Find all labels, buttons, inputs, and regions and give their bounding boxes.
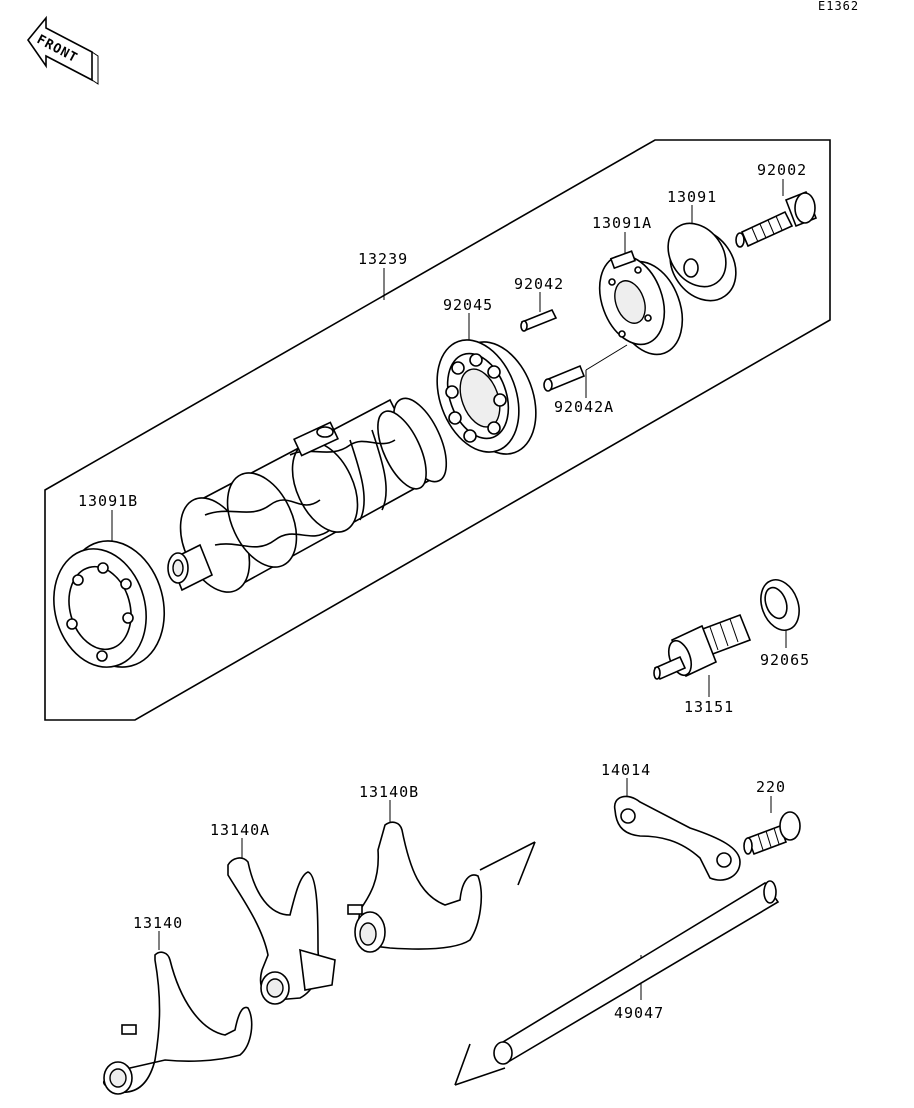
washer-92065 [760, 579, 800, 631]
fork-13140B [347, 821, 536, 953]
pin-92042A [543, 364, 586, 392]
lever-14014 [613, 795, 741, 881]
diagram-id: E1362 [818, 0, 859, 13]
part-number-220[interactable]: 220 [756, 778, 786, 796]
part-number-92042[interactable]: 92042 [514, 275, 564, 293]
pin-92042 [520, 308, 558, 332]
part-number-92002[interactable]: 92002 [757, 161, 807, 179]
part-number-49047[interactable]: 49047 [614, 1004, 664, 1022]
fork-13140 [103, 951, 253, 1095]
shift-drum [167, 397, 448, 593]
fork-13140A [227, 857, 336, 1005]
front-arrow-icon: FRONT [26, 15, 99, 85]
shaft-49047 [454, 880, 780, 1086]
bearing-92045 [436, 339, 537, 455]
cam-13091A [598, 250, 684, 356]
part-number-92065[interactable]: 92065 [760, 651, 810, 669]
bolt-220 [743, 811, 801, 856]
bolt-92002 [735, 190, 818, 248]
part-number-13140A[interactable]: 13140A [210, 821, 270, 839]
part-number-13140[interactable]: 13140 [133, 914, 183, 932]
part-number-92045[interactable]: 92045 [443, 296, 493, 314]
part-labels: 13239 92002 13091 13091A 92042 92045 920… [78, 161, 810, 1022]
assembly-box [44, 139, 831, 721]
part-number-13140B[interactable]: 13140B [359, 783, 419, 801]
part-number-13239[interactable]: 13239 [358, 250, 408, 268]
part-number-92042A[interactable]: 92042A [554, 398, 614, 416]
part-number-13091B[interactable]: 13091B [78, 492, 138, 510]
bearing-13091B [53, 540, 166, 668]
part-number-13151[interactable]: 13151 [684, 698, 734, 716]
part-number-13091A[interactable]: 13091A [592, 214, 652, 232]
part-number-14014[interactable]: 14014 [601, 761, 651, 779]
plate-13091 [667, 222, 737, 302]
part-number-13091[interactable]: 13091 [667, 188, 717, 206]
switch-13151 [653, 613, 752, 681]
